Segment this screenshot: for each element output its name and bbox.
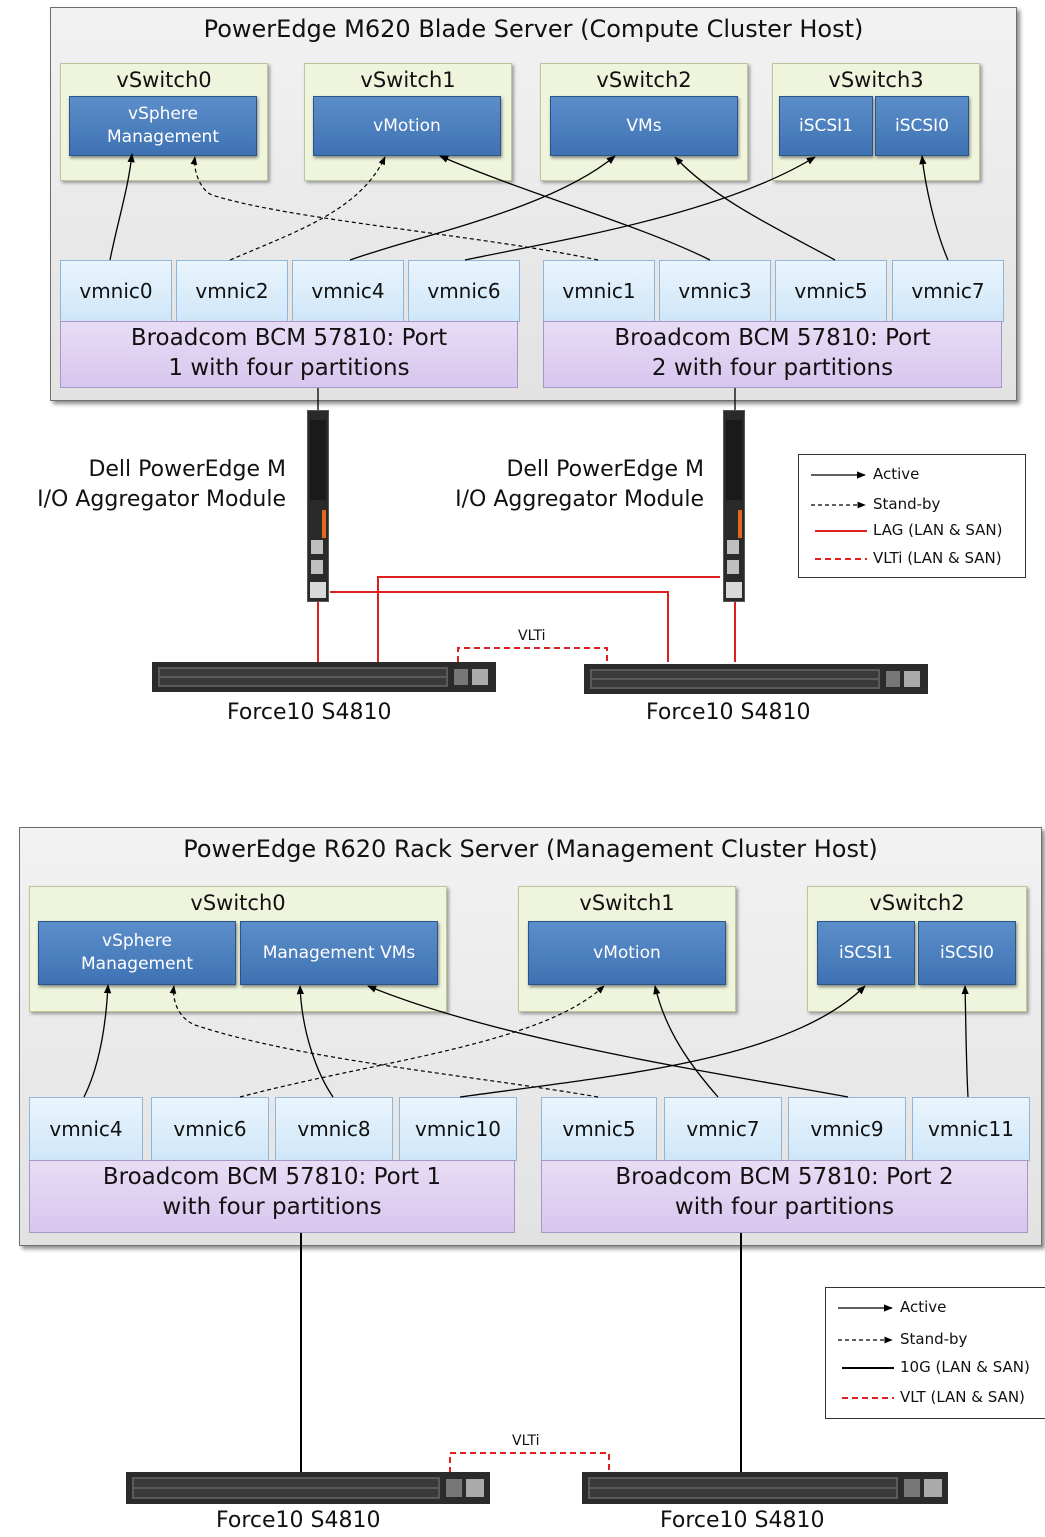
vmnic11: vmnic11: [912, 1097, 1030, 1161]
vmnic2: vmnic2: [176, 260, 288, 322]
legend-vlt: VLT (LAN & SAN): [842, 1388, 1025, 1406]
broadcom-port1: Broadcom BCM 57810: Port 1 with four par…: [29, 1160, 515, 1233]
force10-switch-left: [126, 1472, 490, 1504]
vswitch-title: vSwitch1: [579, 891, 675, 915]
portgroup-iscsi0: iSCSI0: [918, 921, 1016, 985]
vswitch-title: vSwitch0: [190, 891, 286, 915]
switch-label-left: Force10 S4810: [216, 1508, 381, 1533]
io-aggregator-module-right: [723, 410, 745, 602]
top-connections: [109, 153, 949, 662]
legend-standby: Stand-by: [838, 1330, 968, 1348]
host-title: PowerEdge R620 Rack Server (Management C…: [183, 835, 878, 863]
portgroup-iscsi1: iSCSI1: [817, 921, 915, 985]
vmnic4: vmnic4: [29, 1097, 143, 1161]
vswitch-title: vSwitch3: [828, 68, 924, 92]
switch-label-left: Force10 S4810: [227, 700, 392, 725]
switch-label-right: Force10 S4810: [646, 700, 811, 725]
broadcom-port2: Broadcom BCM 57810: Port 2 with four par…: [541, 1160, 1028, 1233]
vlti-label: VLTi: [512, 1433, 540, 1449]
portgroup-iscsi0: iSCSI0: [875, 96, 969, 156]
legend-active: Active: [838, 1298, 947, 1316]
force10-switch-right: [582, 1472, 948, 1504]
force10-switch-right: [584, 664, 928, 694]
vswitch-title: vSwitch0: [116, 68, 212, 92]
legend-active: Active: [811, 465, 920, 483]
bottom-connections: [83, 984, 969, 1473]
io-aggregator-module-left: [307, 410, 329, 602]
legend-lag: LAG (LAN & SAN): [815, 521, 1003, 539]
host-title: PowerEdge M620 Blade Server (Compute Clu…: [203, 15, 864, 43]
vmnic8: vmnic8: [275, 1097, 393, 1161]
switch-label-right: Force10 S4810: [660, 1508, 825, 1533]
vmnic9: vmnic9: [788, 1097, 906, 1161]
vswitch-title: vSwitch1: [360, 68, 456, 92]
vmnic1: vmnic1: [543, 260, 655, 322]
vswitch-title: vSwitch2: [869, 891, 965, 915]
vmnic10: vmnic10: [399, 1097, 517, 1161]
portgroup-vmotion: vMotion: [313, 96, 501, 156]
legend-bottom: Active Stand-by 10G (LAN & SAN) VLT (LAN…: [825, 1287, 1045, 1419]
legend-10g: 10G (LAN & SAN): [842, 1358, 1030, 1376]
portgroup-vsphere-management: vSphere Management: [38, 921, 236, 985]
vlti-label: VLTi: [518, 628, 546, 644]
legend-standby: Stand-by: [811, 495, 941, 513]
vmnic5: vmnic5: [775, 260, 887, 322]
vmnic0: vmnic0: [60, 260, 172, 322]
portgroup-vmotion: vMotion: [528, 921, 726, 985]
portgroup-vsphere-management: vSphere Management: [69, 96, 257, 156]
vmnic3: vmnic3: [659, 260, 771, 322]
vmnic6: vmnic6: [408, 260, 520, 322]
portgroup-vms: VMs: [550, 96, 738, 156]
legend-top: Active Stand-by LAG (LAN & SAN) VLTi (LA…: [798, 454, 1026, 578]
portgroup-management-vms: Management VMs: [240, 921, 438, 985]
vmnic6: vmnic6: [151, 1097, 269, 1161]
vmnic4: vmnic4: [292, 260, 404, 322]
broadcom-port2: Broadcom BCM 57810: Port 2 with four par…: [543, 321, 1002, 388]
broadcom-port1: Broadcom BCM 57810: Port 1 with four par…: [60, 321, 518, 388]
force10-switch-left: [152, 662, 496, 692]
vswitch-title: vSwitch2: [596, 68, 692, 92]
legend-vlti: VLTi (LAN & SAN): [815, 549, 1002, 567]
portgroup-iscsi1: iSCSI1: [779, 96, 873, 156]
